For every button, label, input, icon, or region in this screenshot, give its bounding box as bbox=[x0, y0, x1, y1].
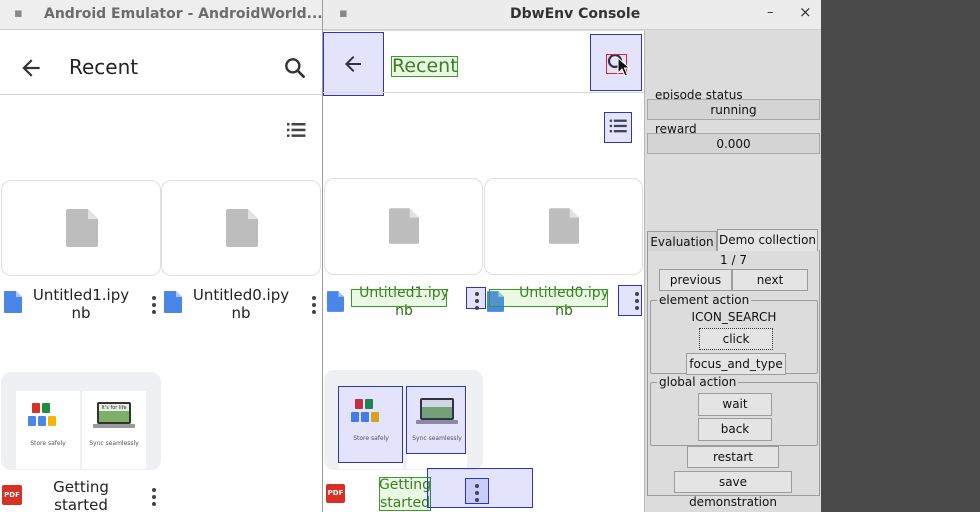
phone-screen: Recent Untitled1.ipy nb Untitled0.ipy nb bbox=[0, 31, 322, 512]
overlay-file-name[interactable] bbox=[489, 289, 608, 307]
element-action-target: ICON_SEARCH bbox=[691, 310, 777, 324]
next-button[interactable]: next bbox=[732, 269, 808, 291]
thumbnail-caption: Sync seamlessly bbox=[412, 435, 462, 442]
more-options-icon[interactable] bbox=[152, 296, 156, 317]
overlay-more-options[interactable] bbox=[427, 468, 533, 508]
appbar-divider bbox=[0, 94, 322, 95]
document-icon bbox=[226, 209, 258, 247]
control-panel: episode status running reward 0.000 Eval… bbox=[644, 31, 821, 512]
close-icon[interactable]: × bbox=[799, 3, 812, 21]
overlay-list-view-button[interactable] bbox=[604, 112, 632, 143]
file-thumbnail[interactable] bbox=[1, 180, 161, 276]
element-action-group: element action ICON_SEARCH click focus_a… bbox=[650, 293, 818, 375]
more-options-icon[interactable] bbox=[312, 296, 316, 317]
emulator-window: ▪ Android Emulator - AndroidWorld... Rec… bbox=[0, 0, 322, 512]
episode-status-label: episode status bbox=[655, 88, 743, 102]
back-button[interactable]: back bbox=[698, 418, 772, 441]
app-icons-illustration bbox=[351, 399, 379, 422]
pdf-icon: PDF bbox=[326, 484, 345, 503]
element-action-label: element action bbox=[657, 293, 752, 307]
overlay-file-name[interactable] bbox=[379, 477, 431, 511]
selected-element-marker bbox=[606, 54, 627, 74]
overlay-search-button[interactable] bbox=[590, 34, 642, 91]
file-name[interactable]: Untitled0.ipy nb bbox=[192, 286, 290, 322]
overlay-file-name[interactable] bbox=[351, 289, 447, 307]
thumbnail-caption: Sync seamlessly bbox=[89, 440, 139, 447]
thumbnail-screen-text: It's for life bbox=[101, 405, 127, 411]
mirrored-screen: Recent Untitled1.ipy nb Untitled0.ipy nb bbox=[323, 31, 644, 512]
file-thumbnail[interactable] bbox=[161, 180, 321, 276]
more-options-icon bbox=[635, 292, 639, 313]
more-options-icon[interactable] bbox=[152, 488, 156, 509]
laptop-illustration bbox=[416, 398, 458, 424]
thumbnail-panel-left: Store safely bbox=[16, 391, 80, 469]
file-thumbnail bbox=[484, 178, 643, 275]
thumbnail-caption: Store safely bbox=[353, 435, 389, 442]
thumbnail-caption: Store safely bbox=[30, 440, 66, 447]
document-icon bbox=[549, 208, 579, 244]
file-type-icon bbox=[164, 291, 182, 313]
episode-status-group: episode status running bbox=[647, 88, 820, 121]
overlay-thumbnail-right[interactable] bbox=[406, 386, 466, 454]
thumbnail-panel-right: It's for life Sync seamlessly bbox=[82, 391, 146, 469]
reward-value: 0.000 bbox=[647, 133, 820, 154]
document-icon bbox=[389, 208, 419, 244]
thumbnail-panel-right: Sync seamlessly bbox=[407, 387, 467, 469]
mouse-cursor-icon bbox=[617, 57, 631, 77]
overlay-page-title[interactable] bbox=[391, 56, 458, 77]
appbar-divider bbox=[323, 92, 644, 93]
console-window: ▪ DbwEnv Console – × Recent Untitled1.i bbox=[322, 0, 821, 512]
laptop-illustration bbox=[93, 402, 135, 428]
overlay-back-button[interactable] bbox=[323, 32, 384, 96]
episode-pager-text: 1 / 7 bbox=[720, 253, 747, 267]
emulator-titlebar[interactable]: ▪ Android Emulator - AndroidWorld... bbox=[0, 0, 322, 30]
page-title: Recent bbox=[392, 55, 458, 77]
back-arrow-icon bbox=[341, 52, 365, 76]
reward-label: reward bbox=[655, 122, 697, 136]
window-menu-icon[interactable]: ▪ bbox=[339, 6, 348, 21]
list-view-icon bbox=[607, 115, 629, 137]
file-type-icon bbox=[327, 291, 344, 312]
file-type-icon bbox=[4, 291, 22, 313]
overlay-more-options-icon[interactable] bbox=[465, 478, 489, 504]
emulator-window-title: Android Emulator - AndroidWorld... bbox=[44, 6, 322, 22]
minimize-icon[interactable]: – bbox=[767, 5, 774, 20]
file-thumbnail bbox=[324, 178, 483, 275]
window-menu-icon[interactable]: ▪ bbox=[14, 6, 23, 21]
file-name[interactable]: Untitled1.ipy nb bbox=[32, 286, 130, 322]
more-options-icon bbox=[475, 484, 479, 505]
search-icon[interactable] bbox=[282, 55, 308, 81]
thumbnail-panel-left: Store safely bbox=[339, 387, 403, 469]
episode-status-value: running bbox=[647, 99, 820, 120]
tab-panel: 1 / 7 previous next element action ICON_… bbox=[647, 250, 820, 509]
list-view-icon[interactable] bbox=[284, 118, 308, 142]
file-thumbnail[interactable]: Store safely It's for life Sync seamless… bbox=[1, 372, 161, 470]
console-window-title: DbwEnv Console bbox=[510, 6, 641, 22]
app-icons-illustration bbox=[28, 403, 56, 426]
focus-and-type-button[interactable]: focus_and_type bbox=[686, 353, 786, 375]
more-options-icon bbox=[475, 292, 479, 313]
pdf-icon: PDF bbox=[2, 485, 22, 505]
wait-button[interactable]: wait bbox=[698, 393, 772, 416]
save-demonstration-button[interactable]: save demonstration bbox=[674, 471, 792, 509]
global-action-label: global action bbox=[657, 375, 739, 389]
overlay-thumbnail-left[interactable] bbox=[338, 386, 403, 463]
tab-demo-collection[interactable]: Demo collection bbox=[717, 229, 818, 251]
previous-button[interactable]: previous bbox=[659, 269, 732, 291]
click-button[interactable]: click bbox=[699, 328, 773, 350]
file-name[interactable]: Getting started bbox=[53, 478, 109, 512]
console-titlebar[interactable]: ▪ DbwEnv Console – × bbox=[323, 0, 821, 30]
global-action-group: global action wait back bbox=[650, 375, 818, 446]
back-arrow-icon[interactable] bbox=[18, 55, 44, 81]
reward-group: reward 0.000 bbox=[647, 122, 820, 155]
file-name: Getting started bbox=[378, 477, 432, 511]
page-title: Recent bbox=[69, 55, 139, 79]
document-icon bbox=[66, 209, 98, 247]
tab-evaluation[interactable]: Evaluation bbox=[647, 231, 717, 251]
restart-episode-button[interactable]: restart episode bbox=[687, 446, 779, 484]
